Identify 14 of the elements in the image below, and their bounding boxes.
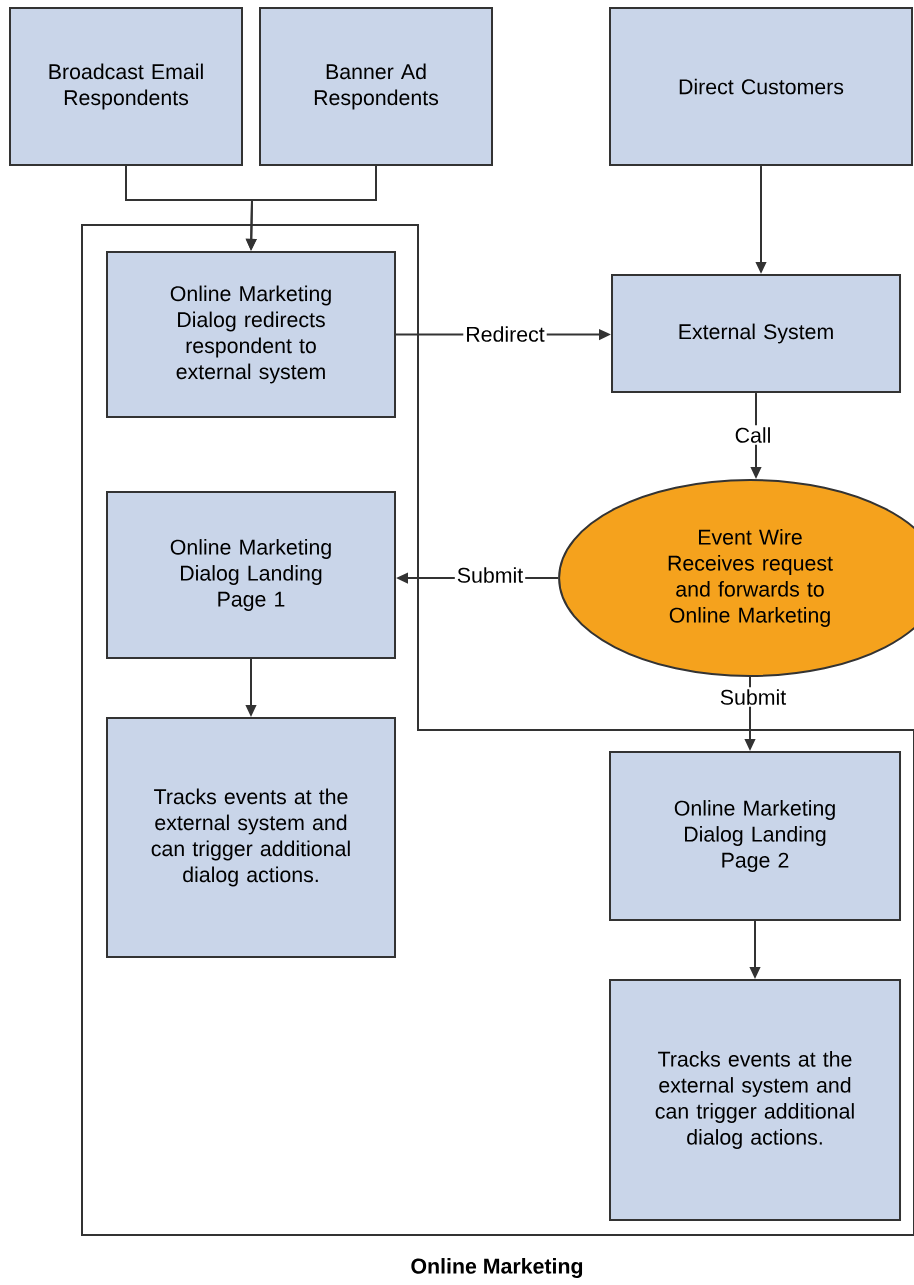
process-box: Online Marketing Dialog Landing Page 2	[609, 751, 901, 921]
process-box: Tracks events at the external system and can trigger additional dialog actions.	[106, 717, 396, 958]
process-box: Online Marketing Dialog redirects respondent to external system	[106, 250, 396, 419]
edge-label: Submit	[717, 687, 789, 707]
edge-label: Submit	[454, 565, 526, 585]
process-box: Banner Ad Respondents	[259, 6, 493, 167]
edge-label: Redirect	[463, 324, 547, 344]
process-box: Direct Customers	[609, 6, 913, 167]
process-box: Online Marketing Dialog Landing Page 1	[106, 491, 396, 659]
process-box: External System	[611, 273, 901, 394]
process-box: Broadcast Email Respondents	[9, 6, 243, 167]
node-label: Online Marketing	[411, 1258, 583, 1278]
edge-label: Call	[732, 425, 774, 445]
process-box: Tracks events at the external system and can trigger additional dialog actions.	[609, 979, 901, 1221]
